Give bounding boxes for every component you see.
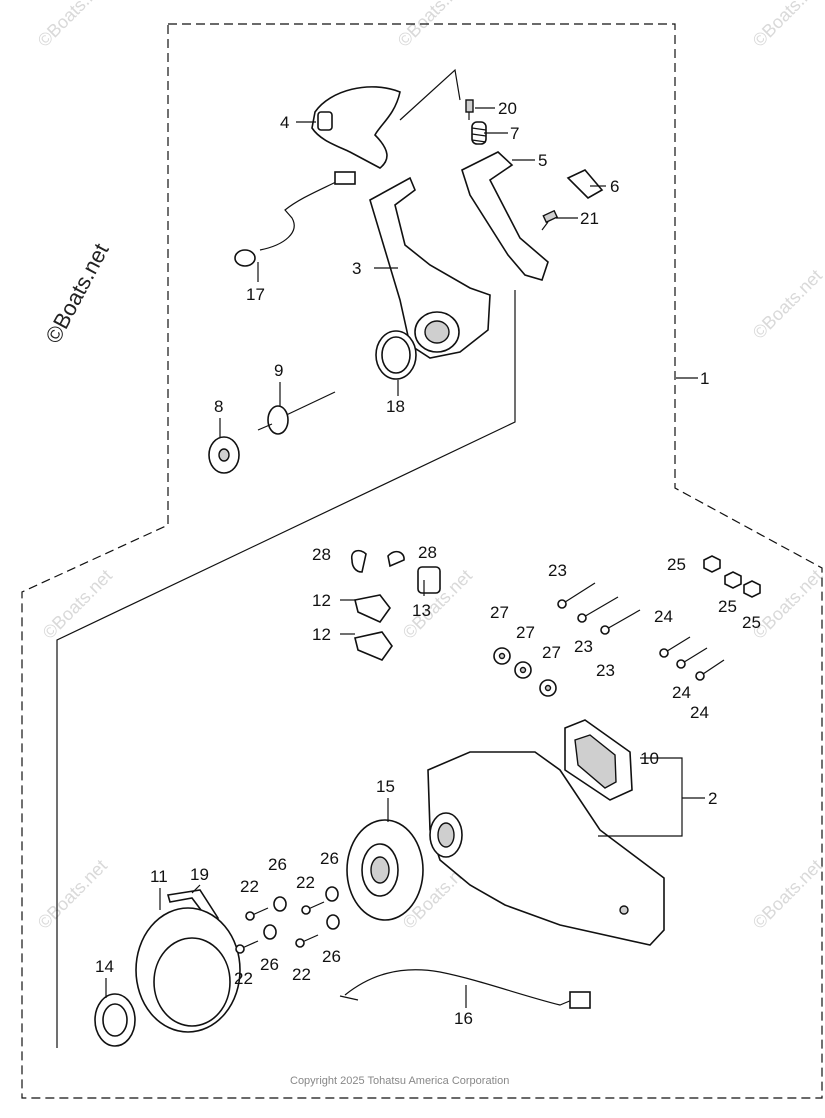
callout-16: 16 (454, 1009, 473, 1028)
callout-4: 4 (280, 113, 289, 132)
part-spring-7 (471, 121, 487, 145)
part-clips-28 (350, 549, 405, 573)
callout-11: 11 (150, 867, 168, 886)
inner-boundary (56, 290, 516, 1048)
part-washers-27 (493, 647, 557, 697)
part-harness (339, 969, 591, 1009)
watermark: ©Boats.net (749, 266, 825, 343)
callout-18: 18 (386, 397, 405, 416)
callout-6: 6 (610, 177, 619, 196)
callout-28: 28 (418, 543, 437, 562)
callout-19: 19 (190, 865, 209, 884)
callout-27: 27 (490, 603, 509, 622)
callout-21: 21 (580, 209, 599, 228)
watermark: ©Boats.net (34, 856, 111, 933)
part-washers-26 (263, 886, 340, 940)
callouts: 1 2 3 4 5 6 7 8 9 10 11 12 12 13 14 15 1… (95, 99, 761, 1028)
callout-26: 26 (260, 955, 279, 974)
copyright: Copyright 2025 Tohatsu America Corporati… (290, 1075, 509, 1087)
watermark: ©Boats.net (394, 0, 471, 51)
callout-17: 17 (246, 285, 265, 304)
part-control-arm (369, 176, 491, 359)
callout-1: 1 (700, 369, 709, 388)
part-wheel (346, 819, 424, 921)
part-cover (135, 907, 241, 1033)
part-block-13 (417, 566, 441, 594)
part-lever-arm (461, 151, 549, 281)
part-gasket-ring (375, 330, 417, 380)
part-nuts-25 (703, 555, 761, 598)
callout-24: 24 (690, 703, 709, 722)
watermark: ©Boats.net (749, 856, 825, 933)
callout-13: 13 (412, 601, 431, 620)
callout-26: 26 (320, 849, 339, 868)
callout-12: 12 (312, 625, 331, 644)
callout-20: 20 (498, 99, 517, 118)
callout-10: 10 (640, 749, 659, 768)
part-bracket-6 (566, 169, 604, 199)
part-handle-grip (311, 86, 401, 169)
part-housing (427, 751, 665, 946)
callout-12: 12 (312, 591, 331, 610)
zigzag-leader (399, 68, 461, 121)
callout-14: 14 (95, 957, 114, 976)
part-knob-cap (208, 436, 240, 474)
callout-26: 26 (322, 947, 341, 966)
callout-27: 27 (542, 643, 561, 662)
callout-26: 26 (268, 855, 287, 874)
part-screws-24 (659, 636, 725, 681)
callout-25: 25 (718, 597, 737, 616)
part-screws-23 (557, 582, 641, 635)
part-wire-switch (234, 171, 356, 267)
part-screws-22 (235, 901, 325, 954)
callout-3: 3 (352, 259, 361, 278)
part-gasket-plate (564, 719, 633, 801)
callout-27: 27 (516, 623, 535, 642)
part-shaft (257, 391, 336, 435)
watermark: ©Boats.net (39, 566, 116, 643)
callout-25: 25 (742, 613, 761, 632)
callout-7: 7 (510, 124, 519, 143)
watermark-main: ©Boats.net (40, 239, 113, 347)
callout-25: 25 (667, 555, 686, 574)
callout-9: 9 (274, 361, 283, 380)
callout-24: 24 (672, 683, 691, 702)
callout-8: 8 (214, 397, 223, 416)
callout-22: 22 (240, 877, 259, 896)
watermark: ©Boats.net (34, 0, 111, 51)
callout-23: 23 (548, 561, 567, 580)
part-blocks-12 (354, 594, 393, 661)
callout-23: 23 (574, 637, 593, 656)
callout-24: 24 (654, 607, 673, 626)
callout-22: 22 (296, 873, 315, 892)
callout-23: 23 (596, 661, 615, 680)
callout-15: 15 (376, 777, 395, 796)
callout-22: 22 (292, 965, 311, 984)
part-screw-20 (465, 99, 474, 120)
outer-boundary (21, 23, 823, 1099)
callout-22: 22 (234, 969, 253, 988)
callout-28: 28 (312, 545, 331, 564)
watermark: ©Boats.net (749, 0, 825, 51)
part-ring (94, 993, 136, 1047)
callout-2: 2 (708, 789, 717, 808)
part-screw-21 (541, 209, 559, 231)
leader-lines (105, 107, 705, 1008)
callout-5: 5 (538, 151, 547, 170)
